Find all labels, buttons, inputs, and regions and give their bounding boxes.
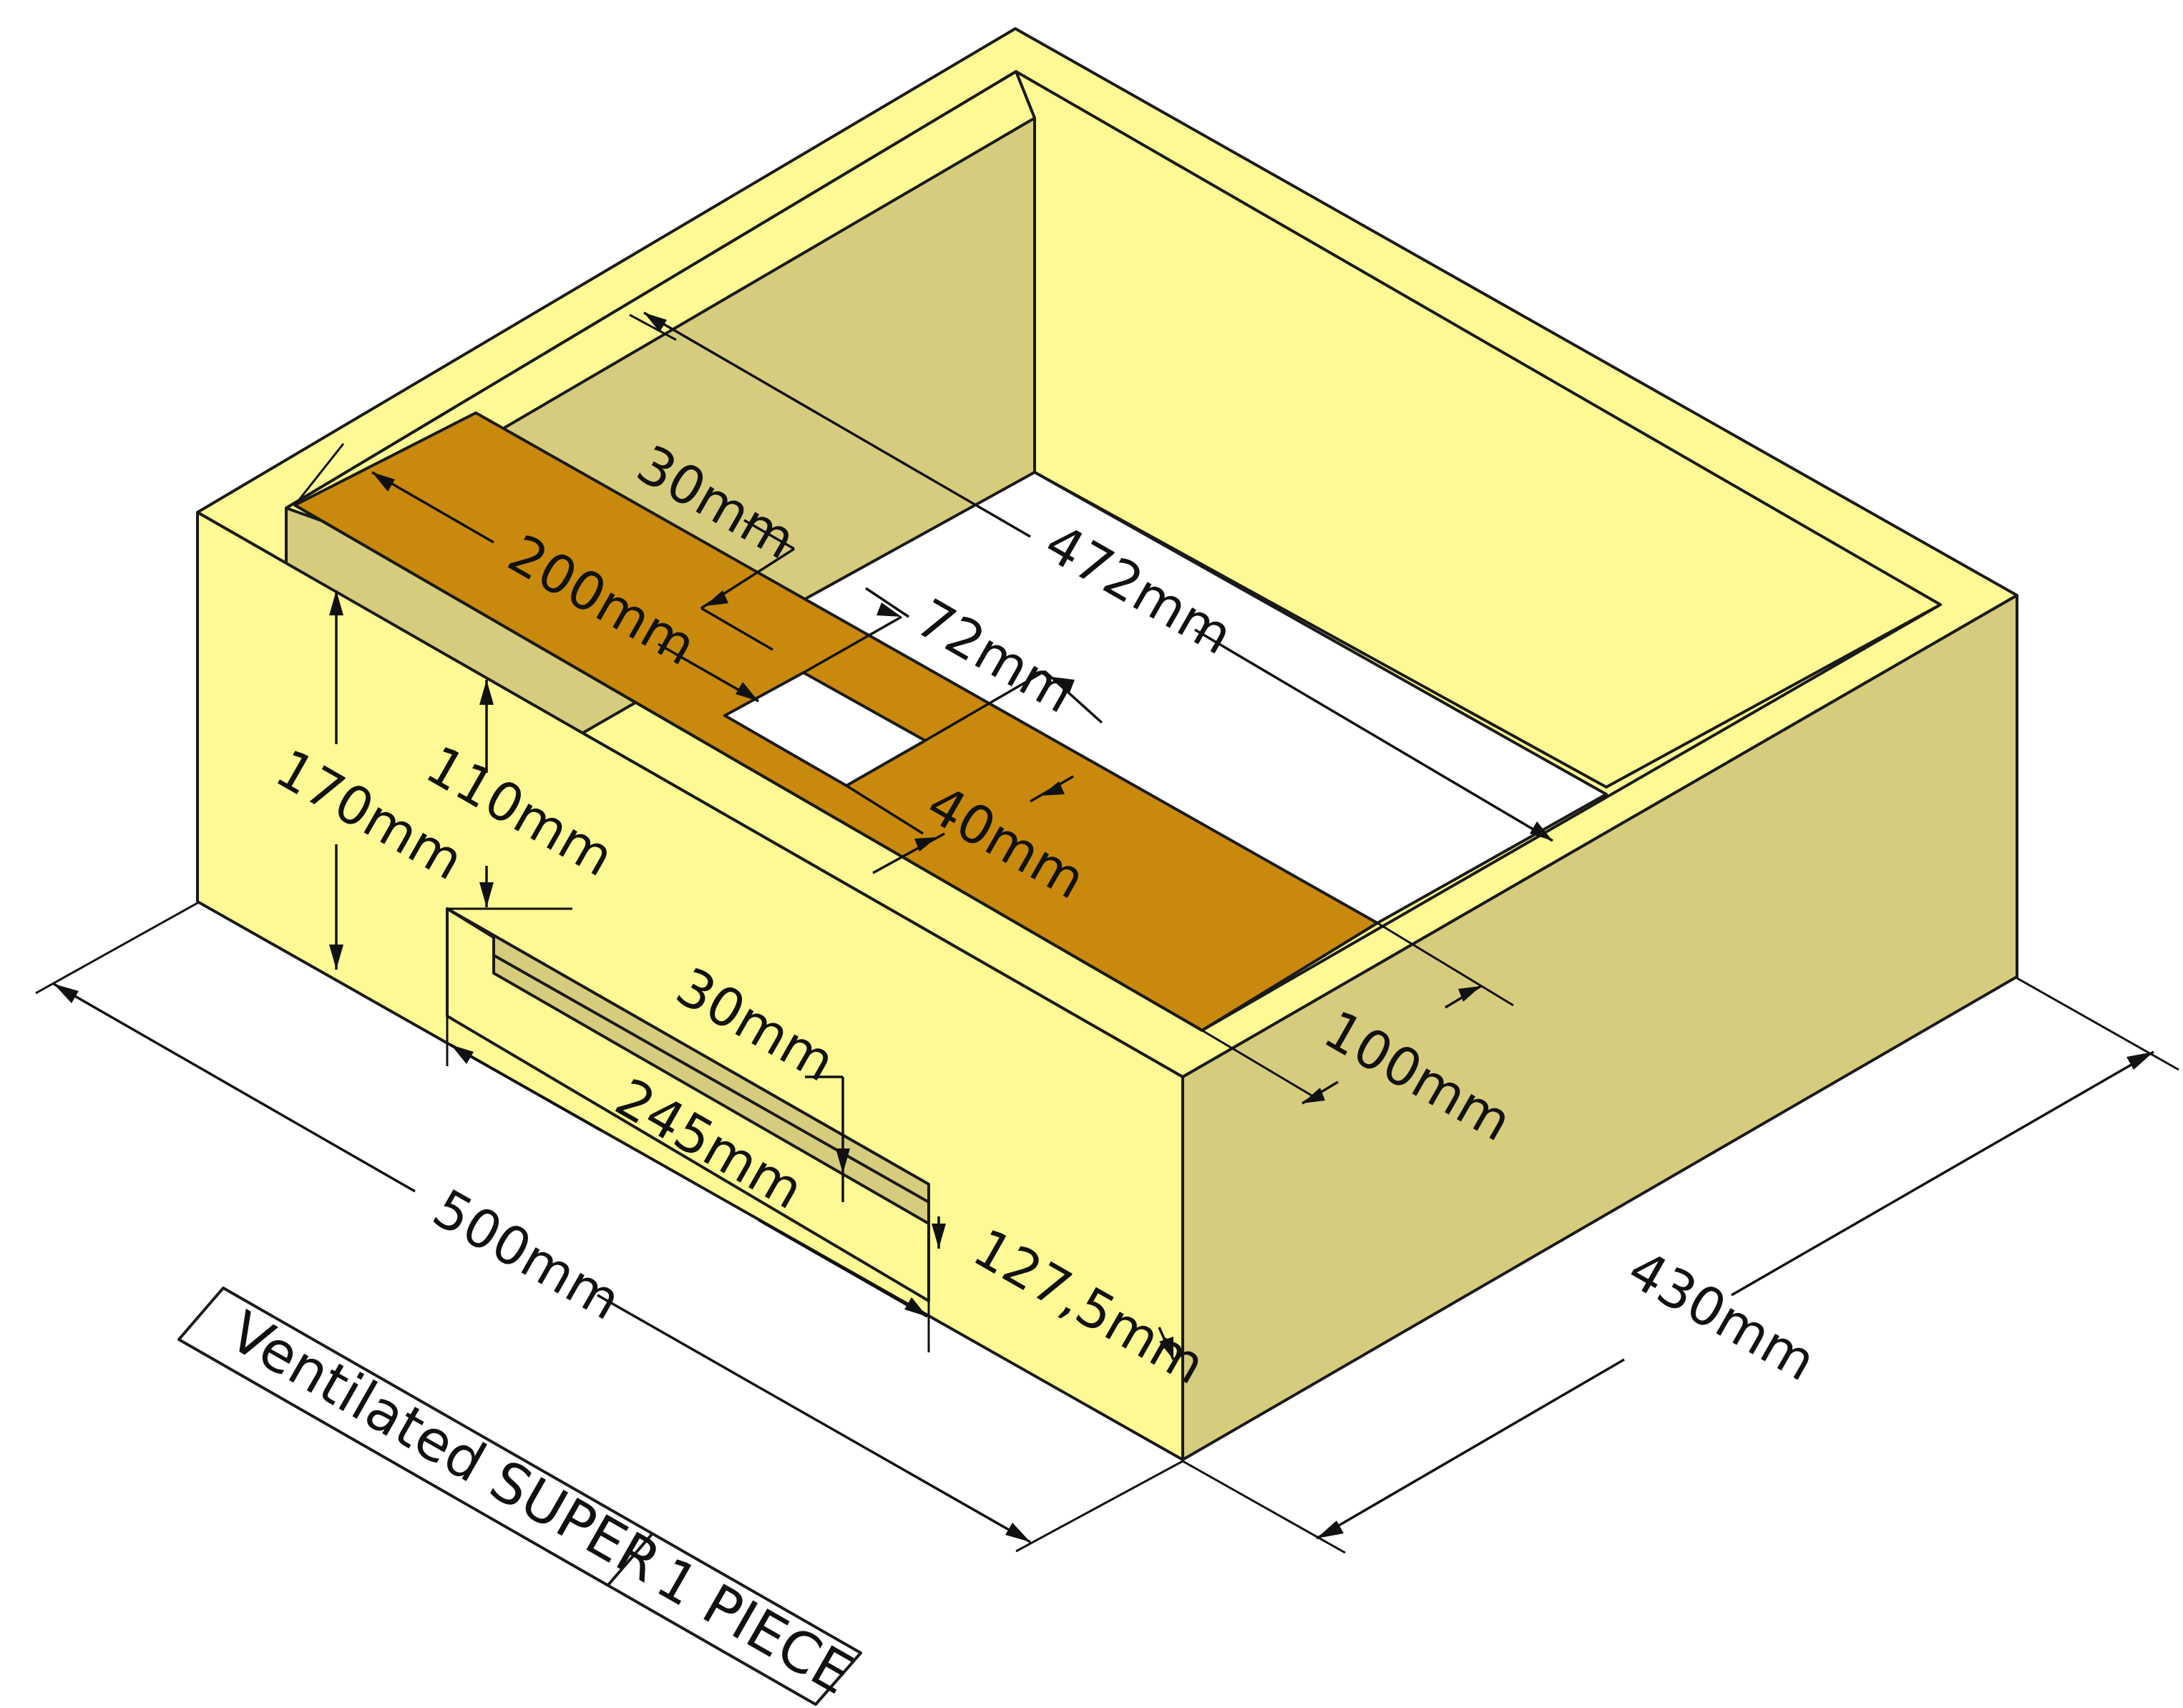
dimension-lines xyxy=(35,311,2179,1554)
front-right-face xyxy=(1181,594,2018,1461)
dim-width-label: 430mm xyxy=(1618,1239,1826,1393)
part-label-tag: Ventilated SUPER 1 PIECE xyxy=(177,1287,863,1707)
box-body xyxy=(196,27,2018,1461)
dim-length-label: 500mm xyxy=(423,1178,631,1332)
part-name: Ventilated SUPER xyxy=(219,1299,671,1595)
